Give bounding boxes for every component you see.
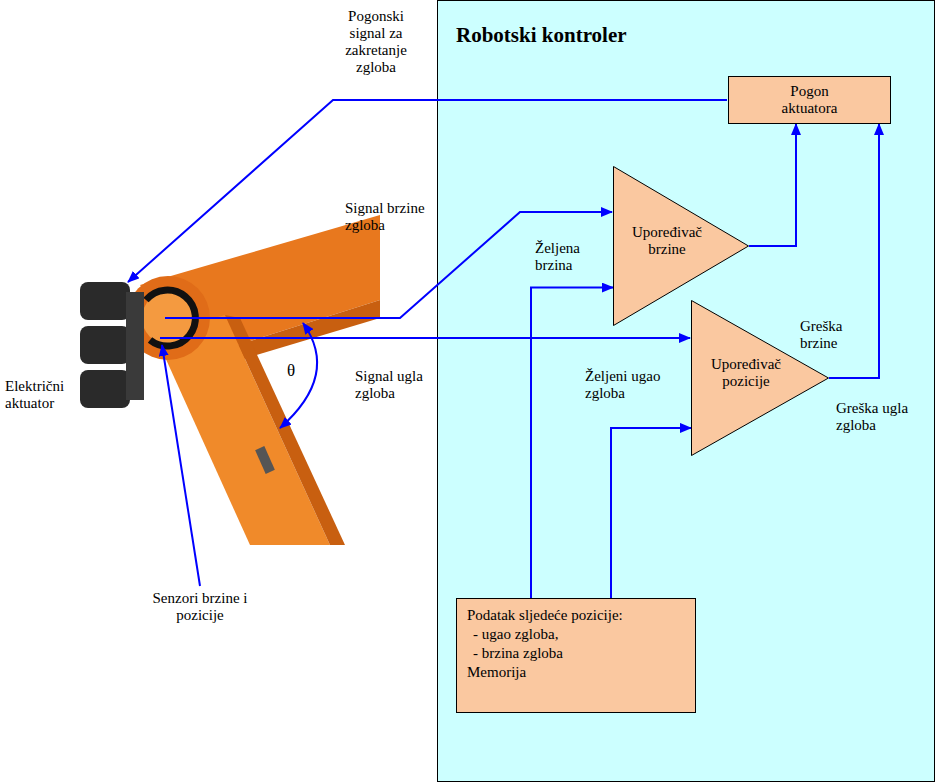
angle-signal-line [160,337,690,339]
edge-label: Greška ugla zgloba [836,400,926,434]
controller-panel: Robotski kontrolerPogon aktuatoraUpoređi… [437,0,935,782]
triangle-shape [614,167,749,326]
robot-lower-arm-shade [225,315,345,545]
node-text: - ugao zgloba, [467,625,685,644]
comparator-triangle: Upoređivač brzine [613,166,749,326]
node-text: Upoređivač pozicije [703,356,789,390]
drive-signal-line [128,100,727,282]
motor-mount [126,292,144,400]
angle-symbol: θ [287,361,301,381]
node-text: Upoređivač brzine [625,224,709,258]
edge-label: Greška brzine [800,318,860,352]
signal-label: Pogonski signal za zakretanje zgloba [335,8,417,76]
part-label: Električni aktuator [5,378,77,412]
node-text: Pogon aktuatora [765,83,855,117]
signal-label: Signal ugla zgloba [355,368,433,402]
panel-title: Robotski kontroler [456,23,916,47]
actuator-drive-box: Pogon aktuatora [728,76,891,124]
signal-label: Signal brzine zgloba [345,200,433,234]
sensor-leader [162,345,200,586]
robot-logo [255,446,275,474]
motor [80,370,130,408]
node-text: Podatak sljedeće pozicije: [467,606,685,625]
node-text: Memorija [467,663,685,682]
connector-arrow [611,428,691,598]
memory-box: Podatak sljedeće pozicije:- ugao zgloba,… [456,598,696,713]
speed-signal-line [165,212,612,318]
node-text: - brzina zgloba [467,644,685,663]
motor [80,326,130,364]
motor [80,282,130,320]
angle-arc [280,323,317,428]
connector-arrow [749,124,796,246]
edge-label: Željena brzina [535,240,605,274]
part-label: Senzori brzine i pozicije [140,590,260,624]
connector-arrow [531,288,613,598]
edge-label: Željeni ugao zgloba [585,368,665,402]
